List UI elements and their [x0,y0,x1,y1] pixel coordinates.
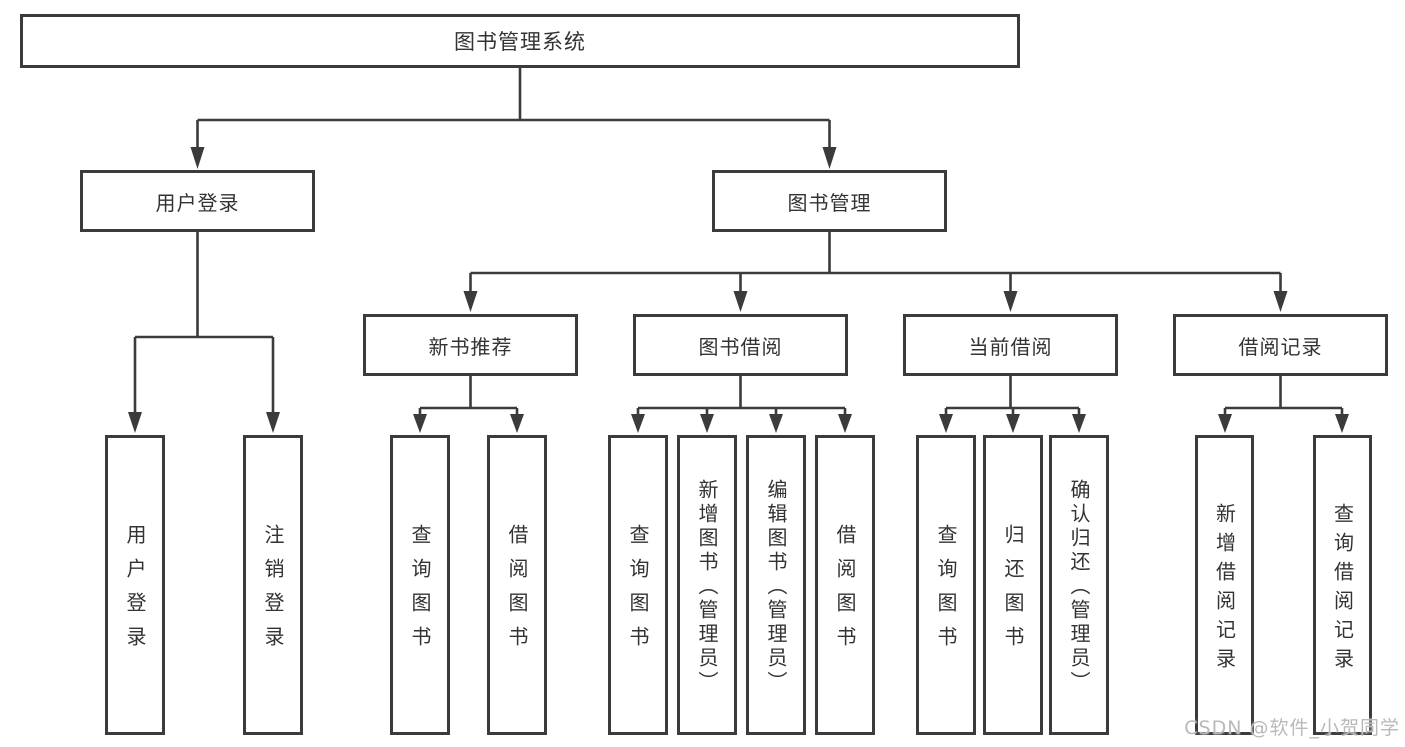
arrowheads-borrow-records-children [1218,414,1349,433]
leaf-borrow-books-2: 借阅图书 [815,435,875,735]
node-label: 借阅图书 [505,524,529,660]
arrowheads-level2 [190,147,837,169]
connector-book-borrow-children [636,376,847,416]
node-label: 查询借阅记录 [1330,502,1355,677]
node-label: 图书管理系统 [454,30,586,54]
node-current-borrow: 当前借阅 [903,314,1118,376]
node-book-management: 图书管理 [712,170,947,232]
connector-user-login-children [133,232,275,414]
arrowheads-current-borrow-children [939,414,1086,433]
node-label: 借阅图书 [833,524,857,660]
node-label: 编辑图书（管理员） [764,479,788,695]
node-label: 查询图书 [408,524,432,660]
csdn-watermark: CSDN @软件_小贺同学 [1184,717,1400,739]
leaf-return-books: 归还图书 [983,435,1043,735]
node-label: 借阅记录 [1238,334,1323,359]
leaf-edit-books-admin: 编辑图书（管理员） [746,435,806,735]
leaf-add-borrow-record: 新增借阅记录 [1195,435,1254,735]
connector-book-management-children [469,232,1282,293]
node-label: 图书管理 [787,190,872,215]
leaf-query-books-2: 查询图书 [608,435,668,735]
arrowheads-book-borrow-children [631,414,852,433]
arrowheads-level3 [463,291,1288,312]
leaf-query-books-1: 查询图书 [390,435,450,735]
leaf-query-borrow-record: 查询借阅记录 [1313,435,1372,735]
arrowheads-new-book-children [413,414,524,433]
node-label: 用户登录 [155,190,240,215]
arrowheads-user-login-children [128,412,280,433]
node-label: 新增借阅记录 [1212,502,1237,677]
node-user-login: 用户登录 [80,170,315,232]
leaf-borrow-books-1: 借阅图书 [487,435,547,735]
node-root-library-system: 图书管理系统 [20,14,1020,68]
node-label: 新增图书（管理员） [695,479,719,695]
connector-current-borrow-children [944,376,1081,416]
connector-borrow-records-children [1223,376,1344,416]
node-label: 归还图书 [1001,524,1025,660]
leaf-add-books-admin: 新增图书（管理员） [677,435,737,735]
connector-root-to-level2 [196,68,831,150]
node-label: 确认归还（管理员） [1067,479,1091,695]
node-label: 当前借阅 [968,334,1053,359]
node-label: 图书借阅 [698,334,783,359]
node-book-borrow: 图书借阅 [633,314,848,376]
node-label: 新书推荐 [428,334,513,359]
leaf-confirm-return-admin: 确认归还（管理员） [1049,435,1109,735]
node-label: 查询图书 [626,524,650,660]
node-borrow-records: 借阅记录 [1173,314,1388,376]
node-label: 注销登录 [261,524,285,660]
leaf-user-login: 用户登录 [105,435,165,735]
node-new-book-recommend: 新书推荐 [363,314,578,376]
leaf-logout: 注销登录 [243,435,303,735]
leaf-query-books-3: 查询图书 [916,435,976,735]
node-label: 用户登录 [123,524,147,660]
node-label: 查询图书 [934,524,958,660]
connector-new-book-children [418,376,519,416]
